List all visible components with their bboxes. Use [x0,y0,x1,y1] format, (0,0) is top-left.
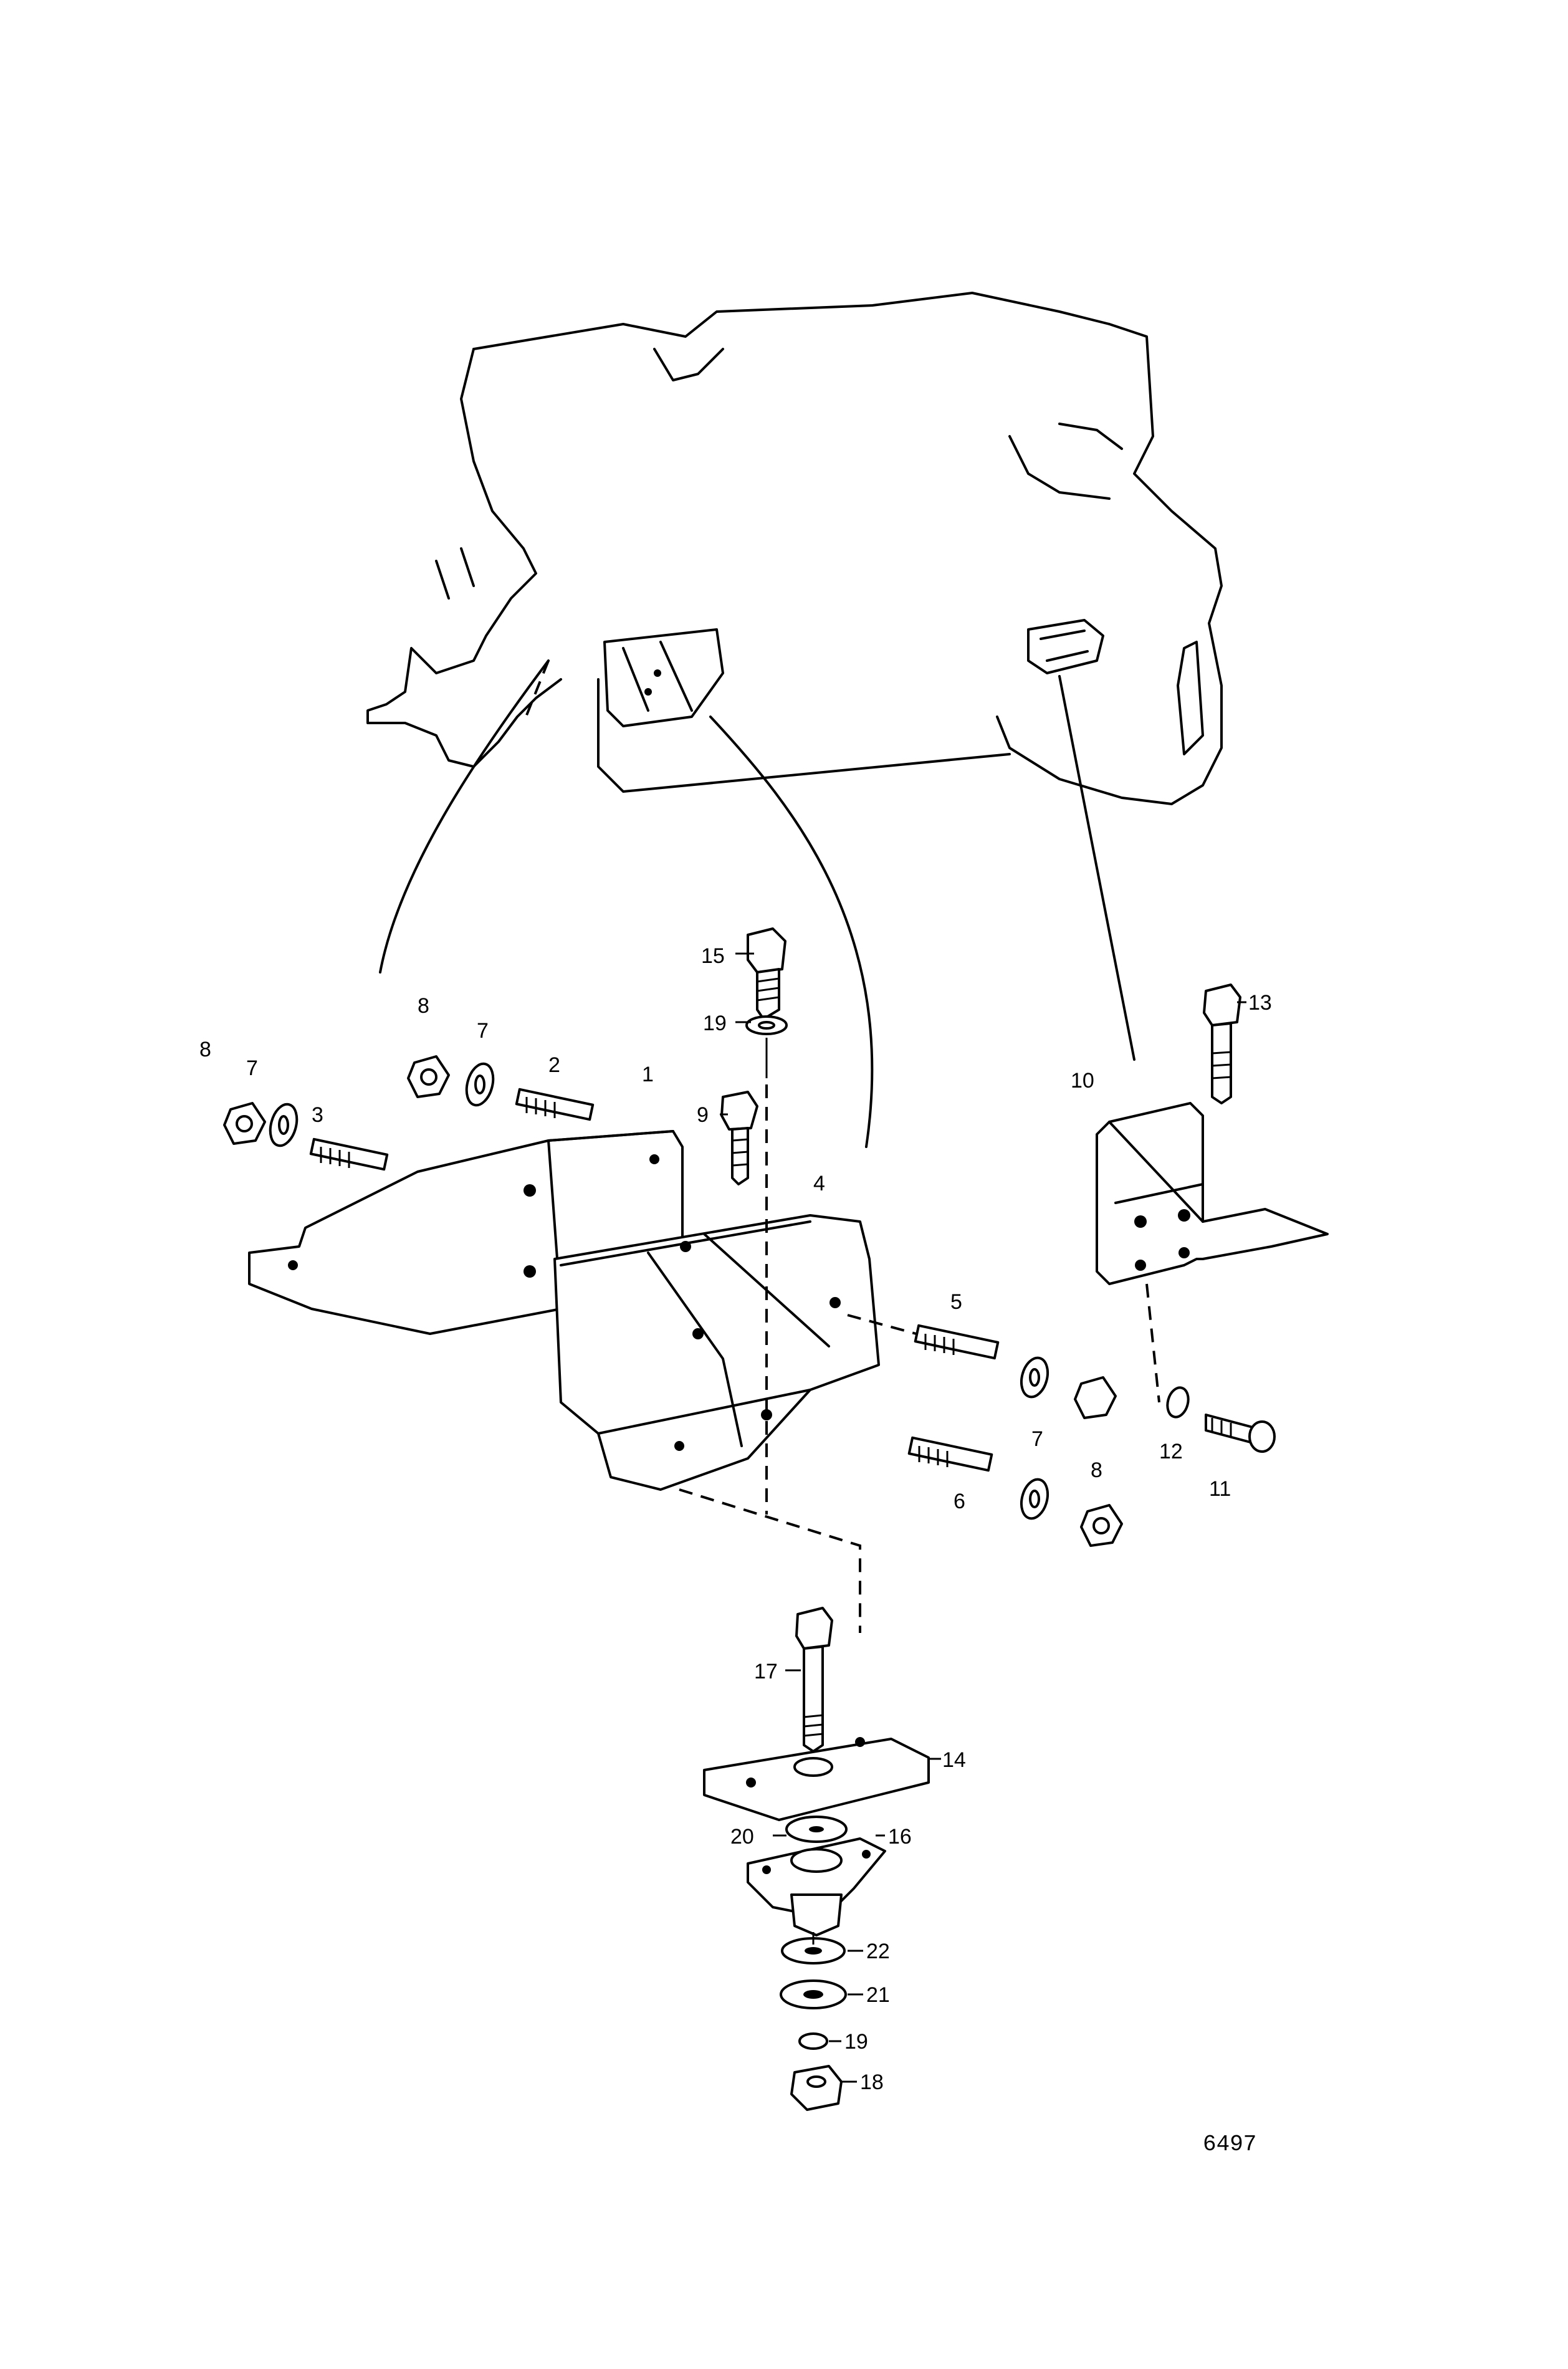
part-10-right-bracket [1096,1102,1329,1285]
part-6-stud [907,1436,993,1472]
label-21: 21 [866,1983,890,2007]
label-7-lower: 7 [1031,1427,1043,1451]
label-19-lower: 19 [844,2030,868,2054]
leader-curve-left [379,659,550,974]
label-10: 10 [1071,1069,1094,1093]
part-8-nut-lower-b [1080,1504,1123,1547]
part-4-center-bracket [553,1214,880,1491]
part-3-stud [309,1137,389,1171]
part-21-washer [780,1979,847,2009]
leader-curve-center [709,715,874,1148]
label-3: 3 [312,1103,323,1127]
part-7-washer-bottom [1020,1478,1049,1520]
part-8-nut-lower-a [1074,1376,1117,1419]
part-11-bolt [1205,1414,1276,1453]
label-14: 14 [942,1748,966,1772]
drawing-number: 6497 [1203,2132,1256,2157]
engine-outline [366,292,1223,805]
part-12-washer [1166,1386,1190,1419]
engine-front-bracket [603,628,724,727]
part-18-nut [790,2065,843,2111]
label-2: 2 [548,1053,560,1077]
part-8-nut-upper [407,1055,450,1098]
label-15: 15 [701,944,725,968]
label-6: 6 [954,1490,965,1513]
part-2-stud [515,1088,595,1121]
part-15-bolt [747,927,786,1020]
part-14-plate [703,1737,930,1821]
label-9: 9 [697,1103,709,1127]
axis-line-center-2 [679,1488,861,1633]
part-13-bolt [1203,983,1241,1104]
part-19-washer-lower [798,2032,828,2050]
label-13: 13 [1248,991,1272,1015]
label-11: 11 [1209,1477,1231,1501]
label-1: 1 [642,1063,654,1086]
label-4: 4 [813,1172,825,1195]
engine-rear-bracket [1027,619,1104,674]
part-16-rubber-mount [747,1837,886,1936]
label-8-upper: 8 [418,994,429,1018]
label-leaders [720,952,1246,2083]
label-8-left: 8 [199,1038,211,1061]
label-20: 20 [730,1825,754,1849]
leader-line-right [1058,675,1135,1061]
label-19-upper: 19 [703,1012,727,1035]
label-7-upper: 7 [477,1019,489,1043]
part-7-washer-left [269,1103,299,1147]
axis-line-5 [847,1314,917,1335]
leader-curve-left-dashed [522,660,550,724]
part-19-washer-upper [745,1015,788,1035]
axis-line-11 [1145,1283,1160,1403]
part-7-washer-lower [1020,1356,1049,1399]
part-17-bolt [795,1607,833,1753]
label-5: 5 [950,1290,962,1314]
part-20-washer [785,1816,848,1843]
part-8-nut-left [223,1102,266,1145]
label-22: 22 [866,1940,890,1963]
part-labels: 1 2 3 4 5 6 7 7 7 8 8 8 9 10 11 12 13 14… [199,944,1272,2094]
part-9-bolt [720,1091,758,1185]
label-17: 17 [754,1660,778,1683]
label-8-lower: 8 [1091,1458,1102,1482]
label-18: 18 [860,2070,884,2094]
label-16: 16 [888,1825,912,1849]
part-5-stud [914,1324,1000,1360]
label-12: 12 [1159,1440,1183,1463]
part-7-washer-upper [465,1062,495,1107]
label-7-left: 7 [246,1056,258,1080]
